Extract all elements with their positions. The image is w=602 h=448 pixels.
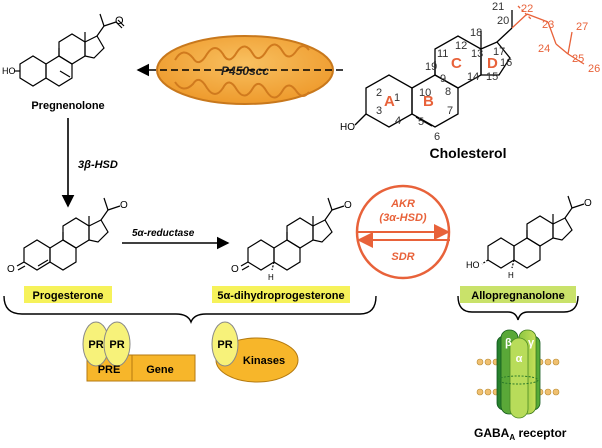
akr-label: AKR xyxy=(390,198,415,210)
cholesterol-ho: HO xyxy=(340,122,355,133)
gaba-receptor xyxy=(476,329,560,419)
svg-text:18: 18 xyxy=(470,27,482,39)
pr-label-3: PR xyxy=(217,339,232,351)
reductase-label: 5α-reductase xyxy=(132,228,195,239)
pr-ellipse-3 xyxy=(211,321,239,367)
mitochondrion xyxy=(156,35,334,105)
cholesterol-label: Cholesterol xyxy=(429,145,506,161)
subunit-alpha xyxy=(509,337,529,419)
pregnenolone-ketone-o: O xyxy=(115,15,124,27)
svg-text:23: 23 xyxy=(542,19,554,31)
pre-label: PRE xyxy=(98,364,121,376)
gamma-label: γ xyxy=(528,337,535,349)
pregnenolone-structure xyxy=(14,13,125,87)
pregnenolone-ho: HO xyxy=(2,66,16,76)
svg-text:2: 2 xyxy=(376,87,382,99)
pr-label-1: PR xyxy=(88,339,103,351)
svg-text:21: 21 xyxy=(492,1,504,13)
gaba-receptor-label: GABAA receptor xyxy=(474,426,567,442)
svg-text:24: 24 xyxy=(538,43,550,55)
alpha-label: α xyxy=(516,353,523,365)
dhp-o: O xyxy=(231,264,239,275)
svg-text:8: 8 xyxy=(445,86,451,98)
svg-text:15: 15 xyxy=(486,71,498,83)
progesterone-structure xyxy=(16,197,121,271)
beta-label: β xyxy=(505,337,512,349)
ring-labels: A B C D xyxy=(384,55,498,110)
membrane xyxy=(476,358,560,396)
right-brace xyxy=(457,295,579,321)
p450scc-label: P450scc xyxy=(221,64,269,78)
pregnenolone-label: Pregnenolone xyxy=(31,100,104,112)
allopregnanolone-structure xyxy=(481,195,585,269)
dhp-label: 5α-dihydroprogesterone xyxy=(217,290,344,302)
svg-text:1: 1 xyxy=(394,92,400,104)
dhp-box xyxy=(212,286,350,303)
svg-text:26: 26 xyxy=(588,63,600,75)
svg-text:22: 22 xyxy=(521,3,533,15)
svg-text:19: 19 xyxy=(425,61,437,73)
dhp-h: H xyxy=(268,273,274,282)
ring-d-label: D xyxy=(487,55,498,72)
gene-label: Gene xyxy=(146,364,174,376)
ring-b-label: B xyxy=(423,93,434,110)
kinase-pathway xyxy=(211,321,299,383)
svg-text:9: 9 xyxy=(440,73,446,85)
hsd3b-label: 3β-HSD xyxy=(78,159,118,171)
left-brace xyxy=(3,295,377,324)
cholesterol-side-chain xyxy=(511,5,585,65)
allopregnanolone-box xyxy=(460,286,576,303)
svg-text:20: 20 xyxy=(497,15,509,27)
allo-ho: HO xyxy=(466,260,480,270)
allo-h: H xyxy=(508,271,514,280)
svg-text:25: 25 xyxy=(572,53,584,65)
akr-sub-label: (3α-HSD) xyxy=(379,212,426,224)
svg-text:4: 4 xyxy=(395,115,401,127)
allo-ketone-o: O xyxy=(584,198,592,209)
progesterone-label: Progesterone xyxy=(33,290,104,302)
svg-text:16: 16 xyxy=(500,57,512,69)
sdr-label: SDR xyxy=(391,251,414,263)
pr-label-2: PR xyxy=(109,339,124,351)
svg-text:5: 5 xyxy=(418,116,424,128)
dhp-structure xyxy=(240,197,345,271)
dhp-ketone-o: O xyxy=(344,200,352,211)
svg-text:17: 17 xyxy=(493,46,505,58)
genomic-pathway xyxy=(82,321,196,382)
svg-text:13: 13 xyxy=(471,48,483,60)
cholesterol-structure xyxy=(354,10,513,128)
svg-text:27: 27 xyxy=(576,21,588,33)
svg-text:10: 10 xyxy=(419,87,431,99)
svg-text:11: 11 xyxy=(437,48,448,60)
progesterone-o: O xyxy=(7,264,15,275)
ring-c-label: C xyxy=(451,55,462,72)
svg-text:6: 6 xyxy=(434,131,440,143)
pr-ellipse-2 xyxy=(103,321,131,367)
svg-text:12: 12 xyxy=(455,40,467,52)
kinases-label: Kinases xyxy=(243,355,285,367)
akr-sdr-cycle xyxy=(355,184,451,280)
svg-text:7: 7 xyxy=(447,105,453,117)
progesterone-ketone-o: O xyxy=(120,200,128,211)
cholesterol-numbers: 1 2 3 4 5 6 7 8 9 10 11 12 13 14 15 16 1… xyxy=(376,1,512,143)
ring-a-label: A xyxy=(384,93,395,110)
progesterone-box xyxy=(24,286,112,303)
allopregnanolone-label: Allopregnanolone xyxy=(471,290,565,302)
side-chain-numbers: 22 23 24 25 26 27 xyxy=(521,3,600,75)
svg-text:3: 3 xyxy=(376,105,382,117)
svg-text:14: 14 xyxy=(467,71,479,83)
